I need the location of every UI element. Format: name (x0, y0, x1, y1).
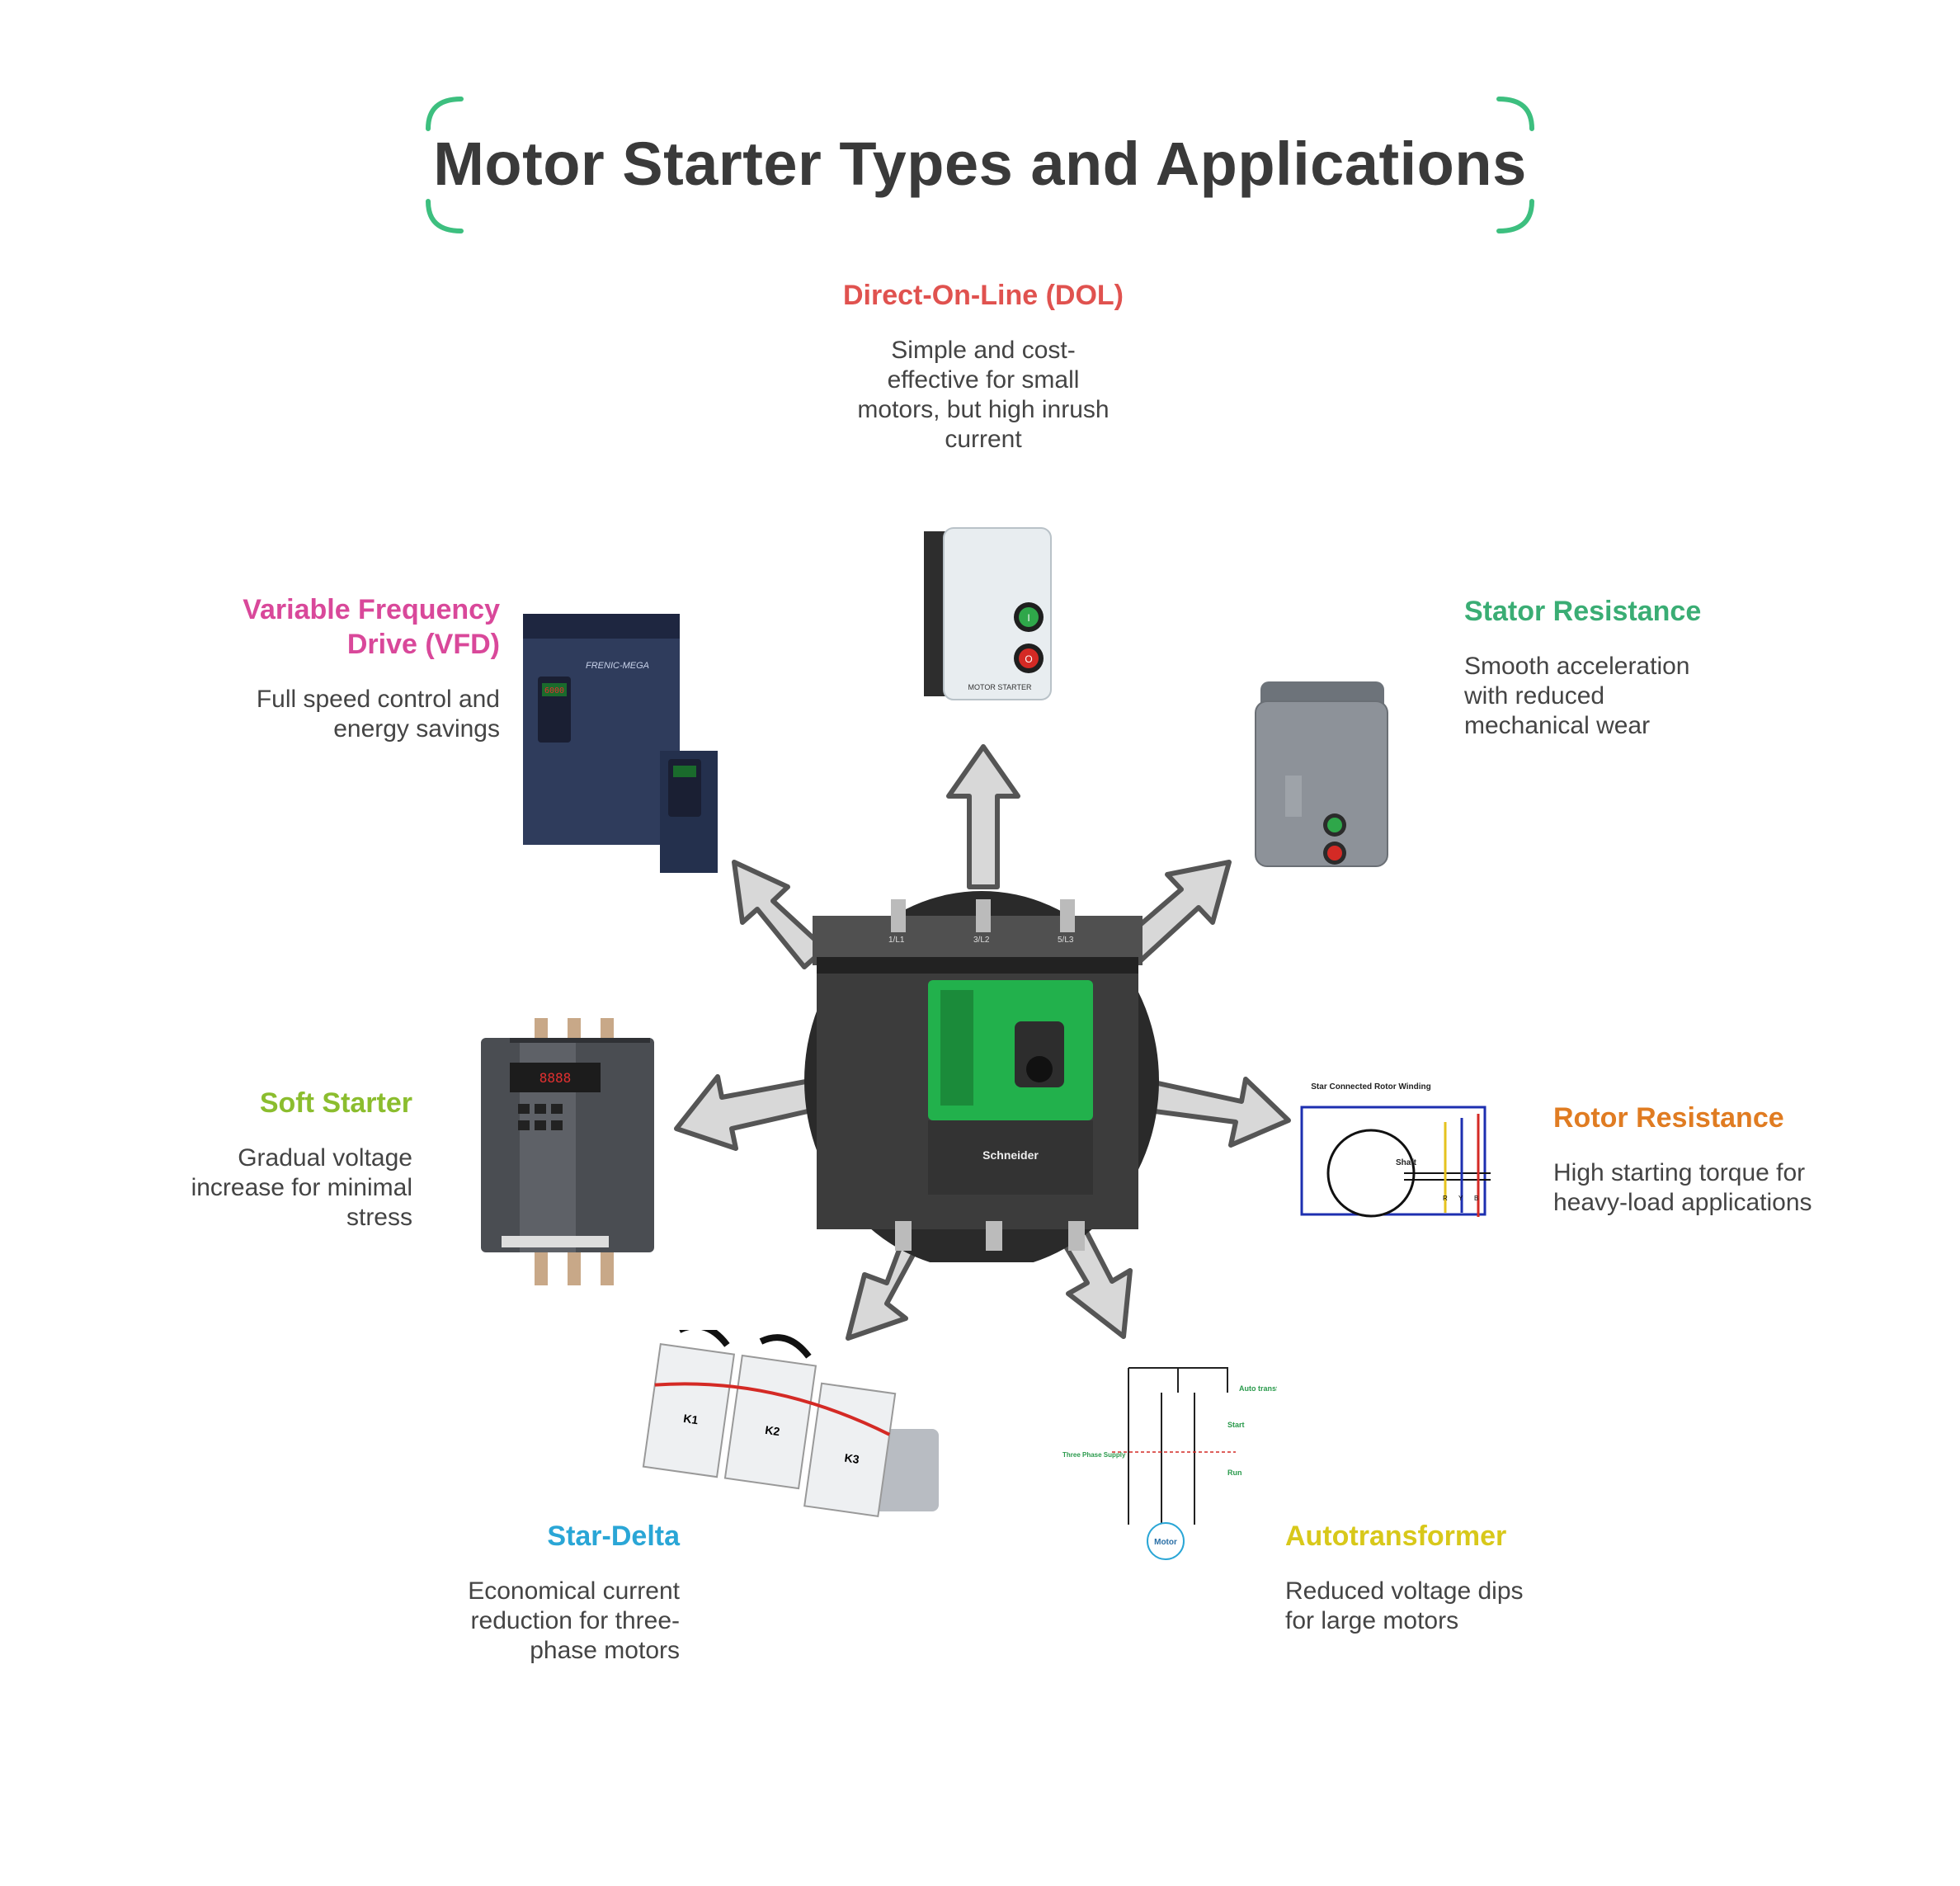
star-delta-title: Star-Delta (547, 1521, 680, 1552)
terminal-l2: 3/L2 (973, 936, 990, 945)
auto-motor-label: Motor (1154, 1538, 1177, 1547)
title-bracket-frame (426, 97, 1534, 233)
autotransformer-diagram: Auto transformer Start Run Three Phase S… (1062, 1367, 1277, 1560)
star-delta-image: K1 K2 K3 (642, 1330, 939, 1517)
vfd-display: 6000 (544, 686, 564, 695)
title-frame: Motor Starter Types and Applications (423, 96, 1537, 234)
auto-start-label: Start (1227, 1421, 1245, 1429)
page-title: Motor Starter Types and Applications (433, 130, 1527, 198)
rotor-resistance-diagram: Star Connected Rotor Winding Shaft R Y B (1300, 1082, 1491, 1218)
contactor-k1: K1 (682, 1412, 699, 1426)
vfd-description: Full speed control and energy savings (256, 686, 500, 743)
rotor-phase-r: R (1443, 1195, 1448, 1202)
rotor-description: High starting torque for heavy-load appl… (1553, 1159, 1812, 1216)
contactor-k2: K2 (764, 1423, 780, 1438)
rotor-phase-b: B (1474, 1195, 1478, 1202)
autotransformer-description: Reduced voltage dips for large motors (1285, 1577, 1524, 1634)
stator-resistance-image (1255, 681, 1388, 867)
arrow-up-right (1119, 860, 1232, 964)
rotor-block: Rotor Resistance High starting torque fo… (1553, 1101, 1842, 1218)
dol-green-button: I (1027, 612, 1029, 624)
soft-display: 8888 (539, 1070, 572, 1086)
stator-title: Stator Resistance (1464, 596, 1702, 627)
arrow-right (1140, 1077, 1291, 1148)
star-delta-description: Economical current reduction for three-p… (468, 1577, 680, 1664)
soft-starter-block: Soft Starter Gradual voltage increase fo… (165, 1086, 412, 1233)
vfd-block: Variable Frequency Drive (VFD) Full spee… (236, 592, 500, 744)
dol-red-button: O (1025, 653, 1032, 665)
star-delta-block: Star-Delta Economical current reduction … (432, 1519, 680, 1666)
soft-starter-description: Gradual voltage increase for minimal str… (191, 1144, 412, 1231)
arrow-left (674, 1074, 817, 1151)
center-starter-image: 1/L1 3/L2 5/L3 Schneider (804, 891, 1159, 1262)
soft-starter-image: 8888 (481, 1018, 654, 1285)
rotor-shaft-label: Shaft (1396, 1158, 1417, 1167)
rotor-diagram-title: Star Connected Rotor Winding (1311, 1082, 1430, 1092)
vfd-title: Variable Frequency Drive (VFD) (243, 594, 500, 660)
dol-label: MOTOR STARTER (968, 683, 1032, 691)
autotransformer-title: Autotransformer (1285, 1521, 1507, 1552)
auto-transformer-label: Auto transformer (1239, 1384, 1277, 1393)
arrow-up (946, 744, 1020, 889)
stator-description: Smooth acceleration with reduced mechani… (1464, 653, 1690, 739)
soft-starter-title: Soft Starter (259, 1087, 412, 1119)
contactor-k3: K3 (844, 1451, 860, 1466)
rotor-title: Rotor Resistance (1553, 1102, 1784, 1134)
dol-title: Direct-On-Line (DOL) (843, 280, 1124, 311)
dol-description: Simple and cost-effective for small moto… (857, 337, 1110, 453)
rotor-phase-y: Y (1458, 1195, 1463, 1202)
autotransformer-block: Autotransformer Reduced voltage dips for… (1285, 1519, 1566, 1636)
arrow-up-left (732, 860, 827, 969)
vfd-image: FRENIC-MEGA 6000 (523, 614, 718, 873)
auto-run-label: Run (1227, 1469, 1242, 1477)
dol-starter-image: I O MOTOR STARTER (924, 527, 1052, 700)
stator-block: Stator Resistance Smooth acceleration wi… (1464, 594, 1745, 741)
dol-block: Direct-On-Line (DOL) Simple and cost-eff… (835, 278, 1132, 455)
center-brand: Schneider (982, 1148, 1039, 1162)
terminal-l3: 5/L3 (1058, 936, 1074, 945)
terminal-l1: 1/L1 (888, 936, 905, 945)
auto-supply-label: Three Phase Supply (1062, 1451, 1126, 1459)
vfd-brand: FRENIC-MEGA (586, 661, 649, 671)
